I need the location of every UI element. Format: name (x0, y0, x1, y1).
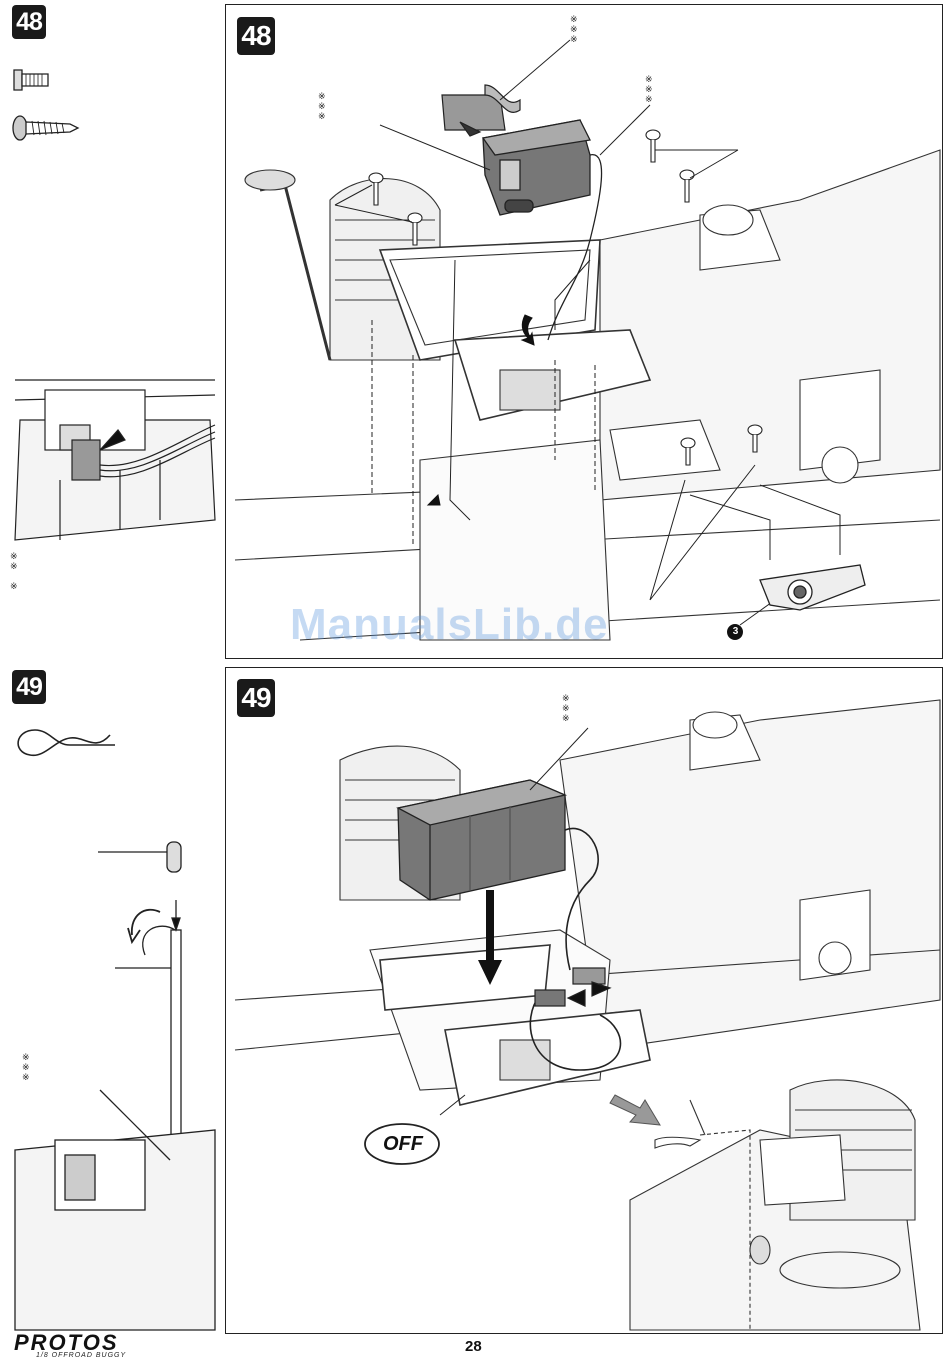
step-48-panel (225, 4, 943, 659)
off-switch-label: OFF (366, 1128, 440, 1160)
watermark-text: ManualsLib.de (290, 600, 609, 650)
asterisk-notes-48-top: ※ ※ ※ (570, 15, 578, 45)
self-tapping-screw-icon (13, 116, 78, 140)
asterisk-notes-49-side: ※ ※ ※ (22, 1053, 30, 1083)
step-49-panel (225, 667, 943, 1334)
brand-subtitle: 1/8 OFFROAD BUGGY (36, 1352, 126, 1359)
receiver-plug-detail (15, 380, 215, 540)
part-number-label: 3 (730, 625, 741, 639)
asterisk-notes-48-mid: ※ ※ ※ (645, 75, 653, 105)
body-clip-icon (18, 730, 115, 755)
asterisk-notes-48-side: ※ ※ ※ (10, 552, 18, 592)
step-49-panel-badge: 49 (237, 679, 275, 717)
page-number: 28 (465, 1338, 482, 1355)
step-48-panel-badge: 48 (237, 17, 275, 55)
flat-head-screw-icon (14, 70, 48, 90)
asterisk-notes-48-left: ※ ※ ※ (318, 92, 326, 122)
antenna-pipe-detail (15, 842, 215, 1330)
step-49-badge: 49 (12, 670, 46, 704)
asterisk-notes-49-top: ※ ※ ※ (562, 694, 570, 724)
